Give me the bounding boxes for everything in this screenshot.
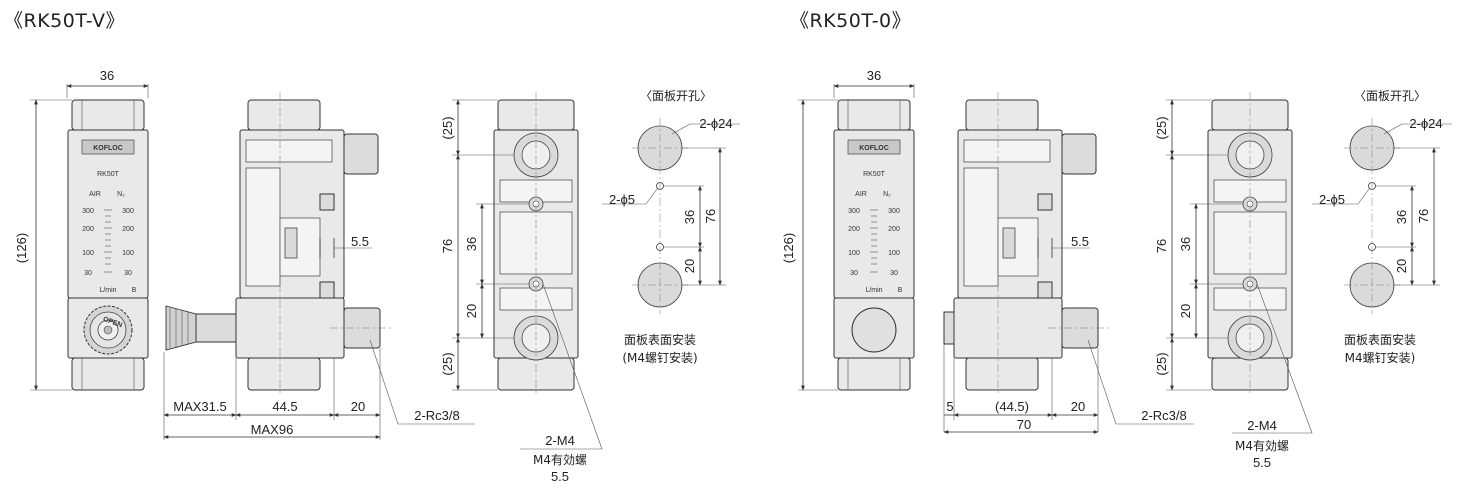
rk50t-0-panel-cutout: 〈面板开孔〉 36 20 76 2-ϕ24 2-ϕ5 面板表面安装 M4螺钉安装… bbox=[1312, 89, 1452, 365]
rk50t-0-side-view: 5.5 5 (44.5) 20 70 2-Rc3/8 bbox=[943, 92, 1194, 434]
col-right-header: N₂ bbox=[117, 191, 125, 198]
back-screw-label-2: M4有効螺 bbox=[533, 452, 587, 467]
front-model-label: RK50T bbox=[97, 171, 120, 178]
unit-right: B bbox=[132, 287, 137, 294]
scale-right-0: 300 bbox=[122, 208, 134, 215]
scale-left-3: 30 bbox=[84, 270, 92, 277]
panel-dim-76: 76 bbox=[703, 209, 718, 223]
title-rk50t-v: 《RK50T-V》 bbox=[4, 10, 125, 32]
back-screw-label-3: 5.5 bbox=[551, 469, 569, 484]
front-height-dim: (126) bbox=[14, 233, 29, 263]
scale-right-2: 100 bbox=[888, 250, 900, 257]
title-rk50t-0: 《RK50T-0》 bbox=[790, 10, 912, 32]
side-dim-70: 70 bbox=[1017, 417, 1031, 432]
panel-dim-20: 20 bbox=[1394, 259, 1409, 273]
col-left-header: AIR bbox=[855, 191, 867, 198]
rk50t-v-front-view: 36 (126) KOFLOC RK50T AIR N₂ 300 200 bbox=[14, 68, 149, 391]
front-logo: KOFLOC bbox=[859, 145, 889, 152]
panel-hole-label: 2-ϕ24 bbox=[1409, 116, 1442, 131]
panel-heading: 〈面板开孔〉 bbox=[1354, 89, 1426, 103]
side-dim-20: 20 bbox=[1071, 399, 1085, 414]
scale-left-2: 100 bbox=[848, 250, 860, 257]
back-dim-76: 76 bbox=[440, 239, 455, 253]
panel-note-2: (M4螺钉安装) bbox=[622, 350, 697, 365]
scale-right-1: 200 bbox=[888, 226, 900, 233]
panel-heading: 〈面板开孔〉 bbox=[640, 89, 712, 103]
back-dim-36: 36 bbox=[1178, 237, 1193, 251]
panel-dim-36: 36 bbox=[682, 210, 697, 224]
valve-knob-icon bbox=[83, 305, 133, 355]
side-dim-44-5: (44.5) bbox=[995, 399, 1029, 414]
rk50t-v-panel-cutout: 〈面板开孔〉 36 20 76 2-ϕ24 2-ϕ5 面板表面安装 (M4螺钉安… bbox=[602, 89, 740, 365]
unit-right: B bbox=[898, 287, 903, 294]
scale-left-1: 200 bbox=[82, 226, 94, 233]
scale-left-1: 200 bbox=[848, 226, 860, 233]
scale-right-0: 300 bbox=[888, 208, 900, 215]
front-width-dim: 36 bbox=[867, 68, 881, 83]
scale-left-3: 30 bbox=[850, 270, 858, 277]
side-dim-5-5: 5.5 bbox=[351, 234, 369, 249]
panel-note-1: 面板表面安装 bbox=[624, 332, 696, 347]
port-label: 2-Rc3/8 bbox=[414, 408, 460, 423]
side-dim-20: 20 bbox=[351, 399, 365, 414]
rk50t-0-front-view: 36 (126) KOFLOC RK50T AIR N₂ 300 200 100… bbox=[781, 68, 915, 391]
rk50t-v-back-view: (25) 76 36 20 (25) 2-M4 M4有効螺 5.5 bbox=[440, 92, 603, 484]
back-dim-76: 76 bbox=[1154, 239, 1169, 253]
back-dim-36: 36 bbox=[464, 237, 479, 251]
unit-label: L/min bbox=[99, 287, 116, 294]
panel-small-hole-label: 2-ϕ5 bbox=[1319, 192, 1345, 207]
front-logo: KOFLOC bbox=[93, 145, 123, 152]
rk50t-v-side-view: 5.5 MAX31.5 44.5 20 MAX96 2-Rc3/8 bbox=[163, 92, 475, 440]
panel-hole-label: 2-ϕ24 bbox=[699, 116, 732, 131]
back-screw-label-1: 2-M4 bbox=[545, 433, 575, 448]
scale-left-2: 100 bbox=[82, 250, 94, 257]
col-right-header: N₂ bbox=[883, 191, 891, 198]
side-dim-max96: MAX96 bbox=[251, 422, 294, 437]
scale-right-1: 200 bbox=[122, 226, 134, 233]
col-left-header: AIR bbox=[89, 191, 101, 198]
rk50t-0-back-view: (25) 76 36 20 (25) 2-M4 M4有効螺 5.5 bbox=[1154, 92, 1313, 470]
scale-right-2: 100 bbox=[122, 250, 134, 257]
panel-small-hole-label: 2-ϕ5 bbox=[609, 192, 635, 207]
back-dim-bottom: (25) bbox=[1154, 352, 1169, 375]
side-dim-max31-5: MAX31.5 bbox=[173, 399, 226, 414]
panel-note-2: M4螺钉安装) bbox=[1345, 350, 1416, 365]
front-height-dim: (126) bbox=[781, 233, 796, 263]
back-dim-20: 20 bbox=[1178, 304, 1193, 318]
blind-cap-icon bbox=[851, 307, 897, 353]
back-dim-top: (25) bbox=[440, 116, 455, 139]
side-dim-44-5: 44.5 bbox=[272, 399, 297, 414]
back-screw-label-1: 2-M4 bbox=[1247, 418, 1277, 433]
scale-left-0: 300 bbox=[82, 208, 94, 215]
scale-left-0: 300 bbox=[848, 208, 860, 215]
scale-right-3: 30 bbox=[890, 270, 898, 277]
unit-label: L/min bbox=[865, 287, 882, 294]
side-dim-5: 5 bbox=[946, 399, 953, 414]
back-screw-label-3: 5.5 bbox=[1253, 455, 1271, 470]
panel-dim-36: 36 bbox=[1394, 210, 1409, 224]
panel-dim-76: 76 bbox=[1416, 209, 1431, 223]
scale-right-3: 30 bbox=[124, 270, 132, 277]
front-model-label: RK50T bbox=[863, 171, 886, 178]
side-dim-5-5: 5.5 bbox=[1071, 234, 1089, 249]
back-dim-bottom: (25) bbox=[440, 352, 455, 375]
port-label: 2-Rc3/8 bbox=[1141, 408, 1187, 423]
back-screw-label-2: M4有効螺 bbox=[1235, 438, 1289, 453]
front-width-dim: 36 bbox=[100, 68, 114, 83]
panel-note-1: 面板表面安装 bbox=[1344, 332, 1416, 347]
back-dim-top: (25) bbox=[1154, 116, 1169, 139]
back-dim-20: 20 bbox=[464, 304, 479, 318]
panel-dim-20: 20 bbox=[682, 259, 697, 273]
